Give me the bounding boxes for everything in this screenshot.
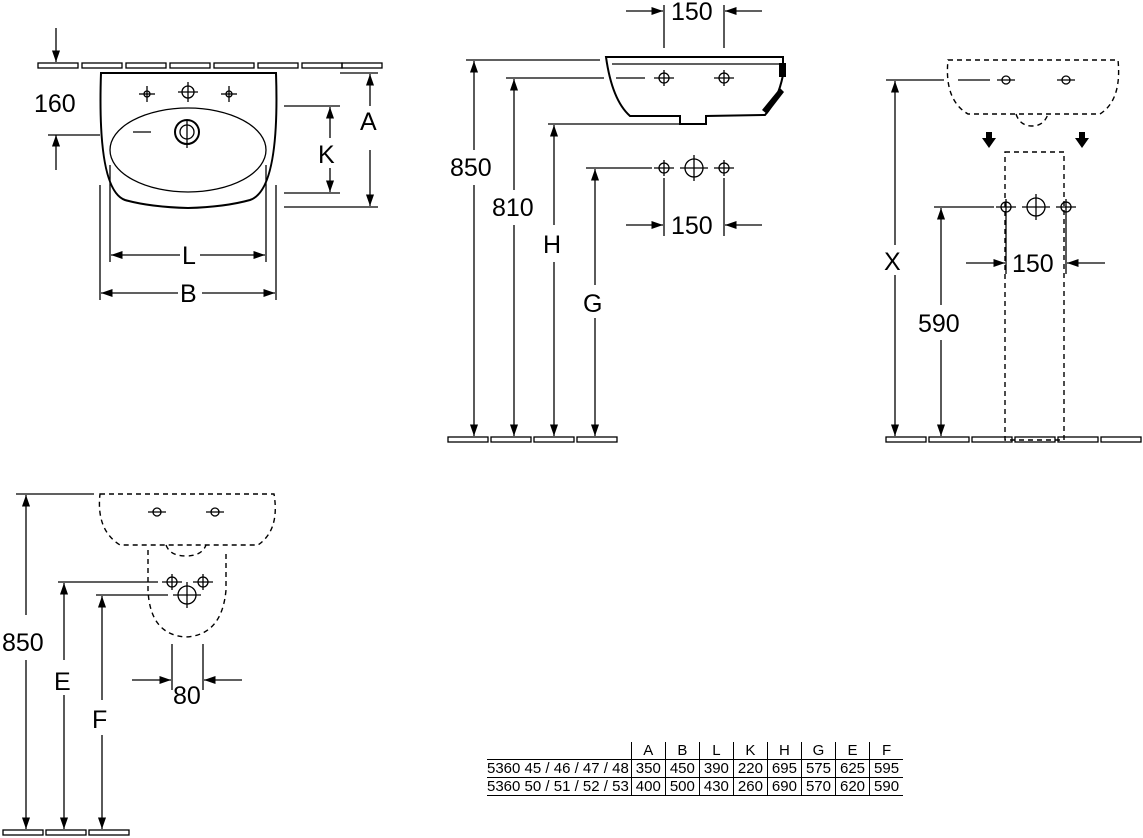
top-view: 160 A K L B <box>34 28 383 308</box>
depth-label: 160 <box>34 90 76 118</box>
lower-spacing-label: 150 <box>671 212 713 240</box>
optional-hole-icon <box>221 86 237 102</box>
table-cell: 575 <box>800 759 836 778</box>
dimension-h-label: H <box>543 231 561 259</box>
optional-hole-icon <box>139 86 155 102</box>
dimension-k-label: K <box>318 141 335 169</box>
table-cell: 595 <box>869 759 904 778</box>
table-header-row: A B L K H G E F <box>487 742 904 760</box>
table-cell: 400 <box>630 777 666 796</box>
height-590-label: 590 <box>918 310 960 338</box>
height-850-label: 850 <box>450 154 492 182</box>
table-cell: 590 <box>869 777 904 796</box>
table-cell: 390 <box>698 759 734 778</box>
tap-hole-icon <box>178 82 198 102</box>
floor-strip <box>447 436 618 443</box>
basin-outline <box>99 72 278 210</box>
table-header-cell: F <box>869 742 904 760</box>
dimension-l-label: L <box>182 242 196 270</box>
height-810-label: 810 <box>492 194 534 222</box>
pedestal-outline <box>1004 151 1065 441</box>
table-cell: 570 <box>800 777 836 796</box>
semipedestal-view: 80 850 E F <box>2 493 276 836</box>
dimension-b-label: B <box>180 280 197 308</box>
tap-hole-icon <box>1057 75 1075 85</box>
table-cell: 690 <box>766 777 802 796</box>
dimension-g-label: G <box>583 290 602 318</box>
basin-outline-dashed <box>98 493 276 546</box>
tap-hole-icon <box>206 507 224 517</box>
table-header-cell: A <box>630 742 666 760</box>
basin-profile <box>604 56 784 125</box>
dimension-x-label: X <box>884 248 901 276</box>
floor-strip <box>2 829 130 836</box>
down-arrow-icon <box>1075 132 1089 148</box>
tap-hole-icon <box>997 75 1015 85</box>
table-header-cell: E <box>834 742 870 760</box>
supply-holes-icon <box>654 155 734 181</box>
side-view: 150 150 850 810 H G <box>447 0 786 443</box>
table-cell-model: 5360 50 / 51 / 52 / 53 <box>487 777 632 796</box>
table-row: 5360 50 / 51 / 52 / 53 400 500 430 260 6… <box>487 777 904 796</box>
table-cell: 625 <box>834 759 870 778</box>
wall-bracket-icon <box>779 63 786 77</box>
table-row: 5360 45 / 46 / 47 / 48 350 450 390 220 6… <box>487 759 904 778</box>
table-cell: 220 <box>732 759 768 778</box>
semipedestal-outline <box>147 550 227 638</box>
tap-hole-icon <box>148 507 166 517</box>
tap-hole-icon <box>654 70 674 86</box>
table-cell: 430 <box>698 777 734 796</box>
table-cell: 695 <box>766 759 802 778</box>
table-cell: 620 <box>834 777 870 796</box>
height-850-label: 850 <box>2 629 44 657</box>
overflow-icon <box>762 88 784 114</box>
table-header-cell <box>487 742 631 760</box>
table-cell: 260 <box>732 777 768 796</box>
wall-strip <box>37 62 383 69</box>
table-cell: 500 <box>664 777 700 796</box>
table-cell-model: 5360 45 / 46 / 47 / 48 <box>487 759 632 778</box>
dimension-f-label: F <box>92 706 107 734</box>
table-header-cell: G <box>800 742 836 760</box>
down-arrow-icon <box>982 132 996 148</box>
basin-outline-dashed <box>946 59 1120 115</box>
top-spacing-label: 150 <box>671 0 713 26</box>
supply-holes-icon <box>162 574 213 608</box>
spacing-80-label: 80 <box>173 682 201 710</box>
bowl-outline <box>109 107 267 193</box>
spacing-150-label: 150 <box>1012 250 1054 278</box>
dimension-table: A B L K H G E F 5360 45 / 46 / 47 / 48 3… <box>487 742 904 796</box>
table-cell: 450 <box>664 759 700 778</box>
tap-hole-icon <box>714 70 734 86</box>
table-header-cell: L <box>698 742 734 760</box>
drain-icon <box>133 119 200 148</box>
table-header-cell: H <box>766 742 802 760</box>
table-header-cell: B <box>664 742 700 760</box>
dimension-a-label: A <box>360 108 377 136</box>
table-cell: 350 <box>630 759 666 778</box>
supply-holes-icon <box>996 194 1076 220</box>
dimension-e-label: E <box>54 668 71 696</box>
table-header-cell: K <box>732 742 768 760</box>
pedestal-view: 150 X 590 <box>884 59 1142 443</box>
